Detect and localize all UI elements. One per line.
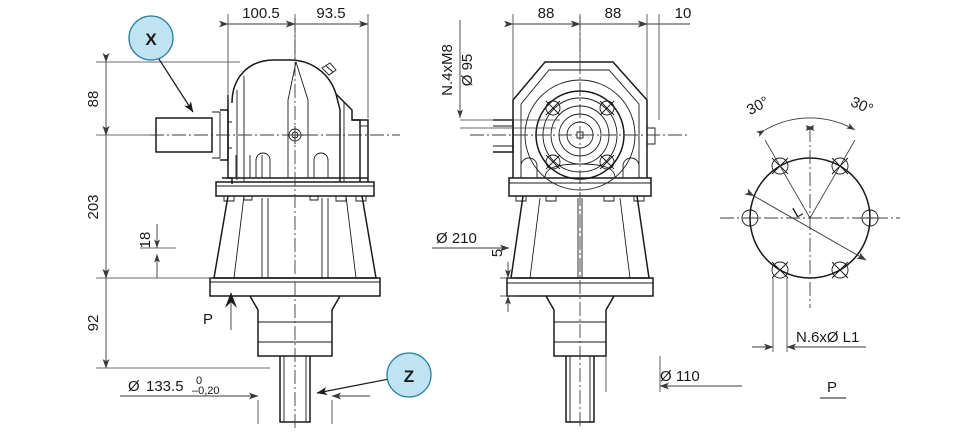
- dim-203-label: 203: [85, 194, 102, 219]
- dim-88-right-label: 88: [605, 5, 622, 22]
- label-n4xm8: N.4xM8: [439, 44, 456, 96]
- angle-30-right-label: 30°: [848, 94, 876, 119]
- view-middle-dimensions: 88 88 10 N.4xM8 Ø 95 Ø 210 5 Ø 110: [432, 5, 742, 392]
- view-left-dimensions: 100.5 93.5 88 203 92 18 Ø 133.5 0 –0,20 …: [85, 5, 370, 424]
- dim-10-label: 10: [675, 5, 692, 22]
- dim-100-5-label: 100.5: [242, 5, 280, 22]
- view-right-title: P: [827, 379, 837, 396]
- balloon-z-label: Z: [404, 367, 414, 386]
- view-arrow-p-label: P: [203, 311, 213, 328]
- view-arrow-p-head: [225, 292, 237, 308]
- dim-diameter-110-label: Ø 110: [660, 368, 700, 385]
- dim-133-5-tol-upper: 0: [196, 375, 202, 387]
- callout-z[interactable]: Z: [316, 352, 432, 398]
- dim-diameter-210-label: Ø 210: [436, 230, 477, 247]
- dim-5-label: 5: [489, 249, 506, 257]
- dim-133-5-tol-lower: –0,20: [192, 385, 220, 397]
- balloon-x-circle[interactable]: [128, 15, 174, 61]
- bolt-holes-group: [545, 100, 615, 170]
- dim-92-label: 92: [85, 315, 102, 332]
- balloon-z-circle[interactable]: [386, 352, 432, 398]
- dim-88-label: 88: [85, 91, 102, 108]
- dim-diameter-133-5-symbol: Ø: [128, 378, 140, 395]
- view-right-geometry: 30° 30° L N.6xØ L1 P: [720, 93, 900, 399]
- label-n6x-diameter-l1: N.6xØ L1: [796, 329, 859, 346]
- callout-x[interactable]: X: [128, 15, 194, 113]
- dim-88-left-label: 88: [538, 5, 555, 22]
- dim-18-label: 18: [137, 232, 154, 249]
- angle-30-left-label: 30°: [744, 93, 772, 119]
- dim-diameter-133-5-value: 133.5: [146, 378, 184, 395]
- view-middle-geometry: [470, 16, 690, 428]
- dim-93-5-label: 93.5: [316, 5, 345, 22]
- balloon-x-label: X: [145, 30, 157, 49]
- label-pcd-l: L: [790, 203, 806, 222]
- view-left-geometry: [150, 18, 400, 428]
- label-diameter-95: Ø 95: [459, 54, 476, 87]
